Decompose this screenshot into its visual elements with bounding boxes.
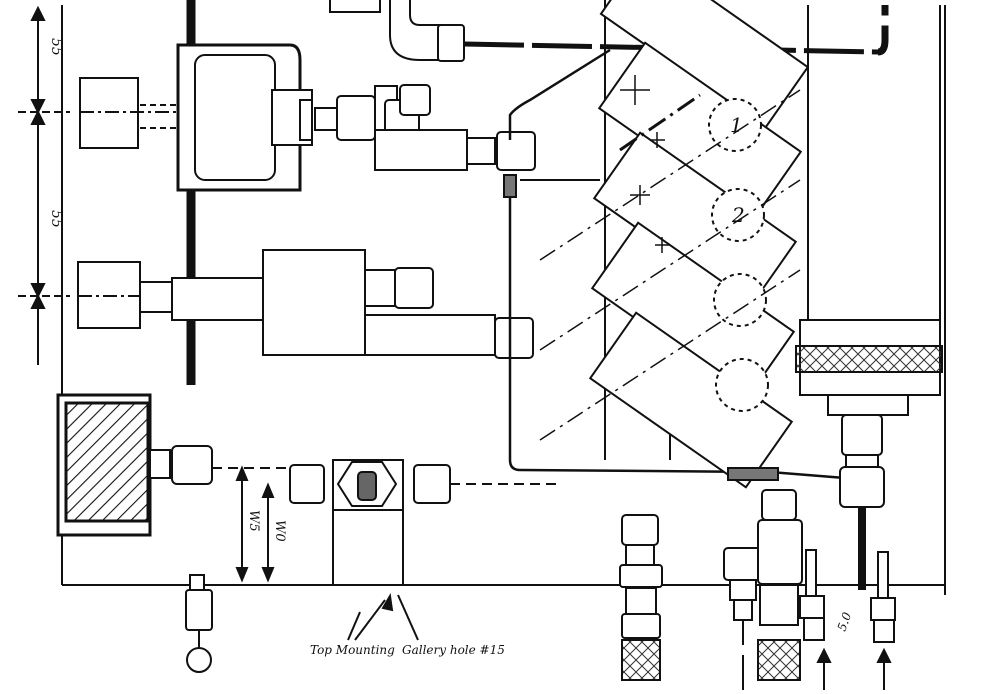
signal-line — [508, 48, 871, 482]
dimension-upper: 55 — [48, 38, 64, 56]
panel-number-2: 2 — [731, 203, 745, 227]
angle-dimension: 5.0 — [835, 610, 855, 633]
gap-dimensions — [235, 465, 275, 583]
solenoid-body-2 — [262, 249, 534, 359]
valve-box-2 — [77, 261, 265, 329]
panel-stack — [539, 0, 810, 489]
solenoid-body-1 — [176, 43, 313, 192]
dimension-arrows — [18, 5, 70, 365]
valve-box-1 — [79, 77, 195, 149]
note-top-mounting: Top Mounting — [310, 643, 395, 657]
elbow-fitting — [329, 0, 465, 62]
hatched-block — [56, 393, 152, 537]
inline-filter — [503, 174, 517, 198]
bottom-fittings — [619, 489, 896, 690]
fittings-row-1 — [314, 84, 536, 171]
bottom-arrows — [347, 593, 892, 690]
panel-number-1: 1 — [730, 113, 743, 137]
dimension-lower: 55 — [48, 210, 64, 228]
note-gallery-hole: Gallery hole #15 — [402, 643, 505, 657]
fuse-holder — [185, 574, 213, 673]
dimension-w5: W5 — [246, 510, 261, 532]
dimension-w0: W0 — [272, 520, 287, 542]
fittings-row-3 — [149, 445, 560, 586]
top-pipe-corner — [877, 5, 889, 56]
right-assembly — [727, 319, 943, 590]
